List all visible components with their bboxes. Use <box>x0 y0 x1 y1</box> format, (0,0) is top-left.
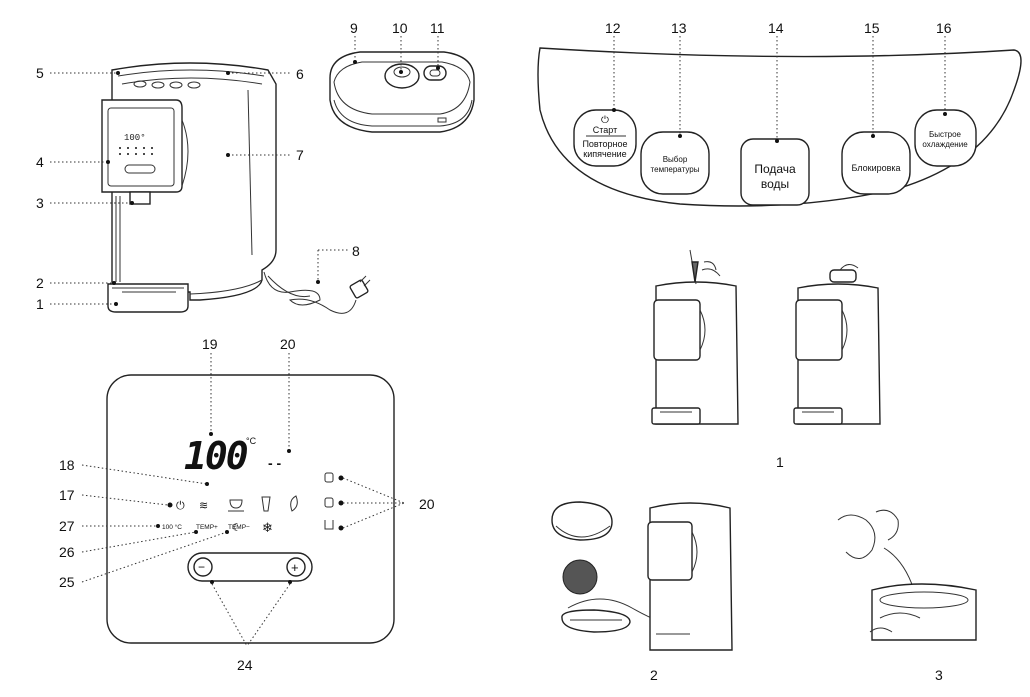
display-panel: ⏻ ≋ ☾ ❄ <box>81 353 405 647</box>
temp-select-label-line2: температуры <box>651 165 700 174</box>
lid-drawing <box>329 51 475 133</box>
lock-button[interactable] <box>841 131 911 195</box>
plus-button[interactable] <box>286 557 306 577</box>
reboil-label-line1: Повторное <box>582 139 627 149</box>
callout-11: 11 <box>430 20 445 36</box>
minus-button[interactable] <box>193 557 213 577</box>
label-temp-plus: TEMP+ <box>196 524 218 531</box>
dashes-display: - - <box>268 455 282 471</box>
cup-icon <box>228 499 244 512</box>
callout-3: 3 <box>36 195 44 211</box>
label-temp-minus: TEMP− <box>228 524 250 531</box>
callout-5: 5 <box>36 65 44 81</box>
callout-4: 4 <box>36 154 44 170</box>
callout-26: 26 <box>59 544 75 560</box>
appliance-callouts <box>50 36 440 306</box>
callout-18: 18 <box>59 457 75 473</box>
heat-icon: ≋ <box>199 499 208 512</box>
callout-7: 7 <box>296 147 304 163</box>
callout-10: 10 <box>392 20 408 36</box>
callout-2: 2 <box>36 275 44 291</box>
water-level-half-icon <box>324 497 334 508</box>
temp-select-label-line1: Выбор <box>663 155 688 164</box>
fast-cool-button[interactable] <box>914 109 977 167</box>
control-panel <box>537 36 1022 207</box>
temp-adjust-bar <box>187 552 313 582</box>
callout-1: 1 <box>36 296 44 312</box>
callout-16: 16 <box>936 20 952 36</box>
callout-24: 24 <box>237 657 253 673</box>
callout-14: 14 <box>768 20 784 36</box>
lock-label: Блокировка <box>851 163 900 173</box>
dispense-water-button[interactable] <box>740 138 810 206</box>
start-label: Старт <box>593 125 617 135</box>
plus-symbol: + <box>291 560 299 575</box>
reboil-label-line2: кипячение <box>583 149 626 159</box>
water-level-full-icon <box>324 472 334 483</box>
callout-17: 17 <box>59 487 75 503</box>
night-mode-icon: ☾ <box>232 521 242 534</box>
temperature-select-button[interactable] <box>640 131 710 195</box>
dispense-label-line1: Подача <box>754 162 796 176</box>
svg-text:100°: 100° <box>124 133 146 143</box>
leaf-icon <box>290 495 298 512</box>
start-reboil-button[interactable] <box>573 109 637 167</box>
callout-12: 12 <box>605 20 621 36</box>
glass-icon <box>261 496 271 512</box>
callout-8: 8 <box>352 243 360 259</box>
callout-27: 27 <box>59 518 75 534</box>
callout-19: 19 <box>202 336 218 352</box>
step1-illustration <box>651 249 881 425</box>
callout-9: 9 <box>350 20 358 36</box>
step2-illustration <box>551 501 733 651</box>
power-symbol: ⏻ <box>601 115 609 126</box>
callout-13: 13 <box>671 20 687 36</box>
step3-illustration <box>837 509 977 641</box>
power-icon: ⏻ <box>176 499 185 512</box>
label-100c: 100 °C <box>162 523 182 531</box>
callout-15: 15 <box>864 20 880 36</box>
callout-20-right: 20 <box>419 496 435 512</box>
temperature-unit: °C <box>246 436 257 446</box>
fast-cool-label-line2: охлаждение <box>922 140 968 149</box>
water-level-empty-icon <box>324 520 334 530</box>
fast-cool-label-line1: Быстрое <box>929 130 962 139</box>
appliance-main-drawing: 100° <box>101 62 371 314</box>
snowflake-icon: ❄ <box>262 521 273 536</box>
callout-20-top: 20 <box>280 336 296 352</box>
callout-6: 6 <box>296 66 304 82</box>
step3-label: 3 <box>935 667 943 683</box>
temperature-readout: 100 <box>184 434 248 478</box>
callout-25: 25 <box>59 574 75 590</box>
step2-label: 2 <box>650 667 658 683</box>
dispense-label-line2: воды <box>761 177 789 191</box>
step1-label: 1 <box>776 454 784 470</box>
minus-symbol: − <box>198 560 205 574</box>
